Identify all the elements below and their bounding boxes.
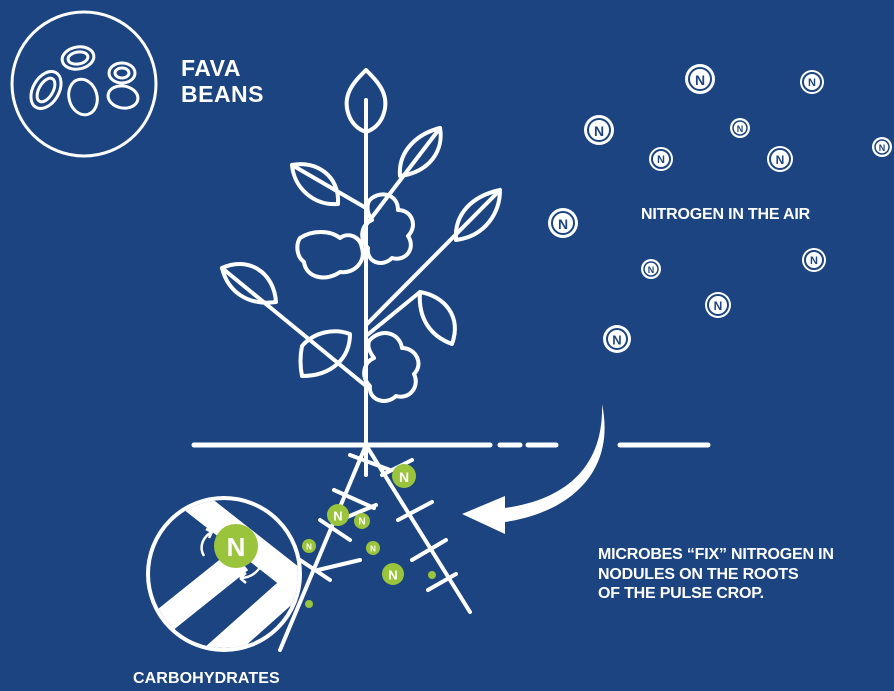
nitrogen-atom-icon: N [584,115,614,145]
svg-text:N: N [810,255,818,267]
svg-text:N: N [388,568,397,583]
nitrogen-atom-icon: N [302,539,316,553]
curved-arrow-icon [462,404,605,534]
nitrogen-atom-icon: N [366,541,380,555]
svg-text:N: N [558,216,568,232]
nitrogen-atom-icon: N [548,208,578,238]
title-fava-beans: FAVA BEANS [181,55,301,108]
title-line-2: BEANS [181,80,265,107]
carbohydrates-label: CARBOHYDRATES [133,670,280,687]
microbes-line-2: NODULES ON THE ROOTS [598,565,799,583]
nitrogen-atom-icon: N [649,147,673,171]
nitrogen-atom-icon: N [705,292,731,318]
svg-text:N: N [333,509,342,524]
microbes-description: MICROBES “FIX” NITROGEN IN NODULES ON TH… [598,545,894,604]
svg-text:N: N [594,123,604,139]
nitrogen-atom-icon: N [641,259,661,279]
nitrogen-atom-icon: N [730,118,750,138]
svg-text:N: N [306,543,312,552]
svg-text:N: N [657,154,665,166]
air-nitrogen: N N N N N N N N N N N N [548,64,892,353]
nodule-dot [305,600,313,608]
nitrogen-atom-icon: N [800,70,824,94]
svg-text:N: N [737,124,744,134]
svg-text:N: N [879,143,886,153]
nitrogen-atom-icon: N [327,504,349,526]
svg-text:N: N [370,545,376,554]
nitrogen-atom-icon: N [392,464,416,488]
nitrogen-atom-icon: N [802,248,826,272]
magnified-root-icon: N [146,496,302,652]
svg-text:N: N [808,77,816,89]
microbes-line-1: MICROBES “FIX” NITROGEN IN [598,546,834,563]
root-nodules: N N N N N N [302,464,436,608]
nitrogen-atom-icon: N [685,64,715,94]
nitrogen-atom-icon: N [382,563,404,585]
beans-icon [10,10,158,158]
plant-illustration [191,68,711,652]
nitrogen-atom-icon: N [603,325,631,353]
svg-text:N: N [648,265,655,275]
svg-text:N: N [695,72,705,88]
svg-text:N: N [612,333,621,348]
svg-text:N: N [714,299,723,313]
nitrogen-atom-icon: N [354,513,370,529]
title-line-1: FAVA [181,55,241,81]
svg-text:N: N [358,517,365,528]
svg-text:N: N [399,469,409,485]
nodule-dot [428,571,436,579]
nitrogen-air-label: NITROGEN IN THE AIR [641,206,810,223]
nitrogen-atom-icon: N [767,146,793,172]
svg-text:N: N [776,153,785,167]
microbes-line-3: OF THE PULSE CROP. [598,585,764,603]
svg-text:N: N [227,532,246,562]
nitrogen-atom-icon: N [872,137,892,157]
